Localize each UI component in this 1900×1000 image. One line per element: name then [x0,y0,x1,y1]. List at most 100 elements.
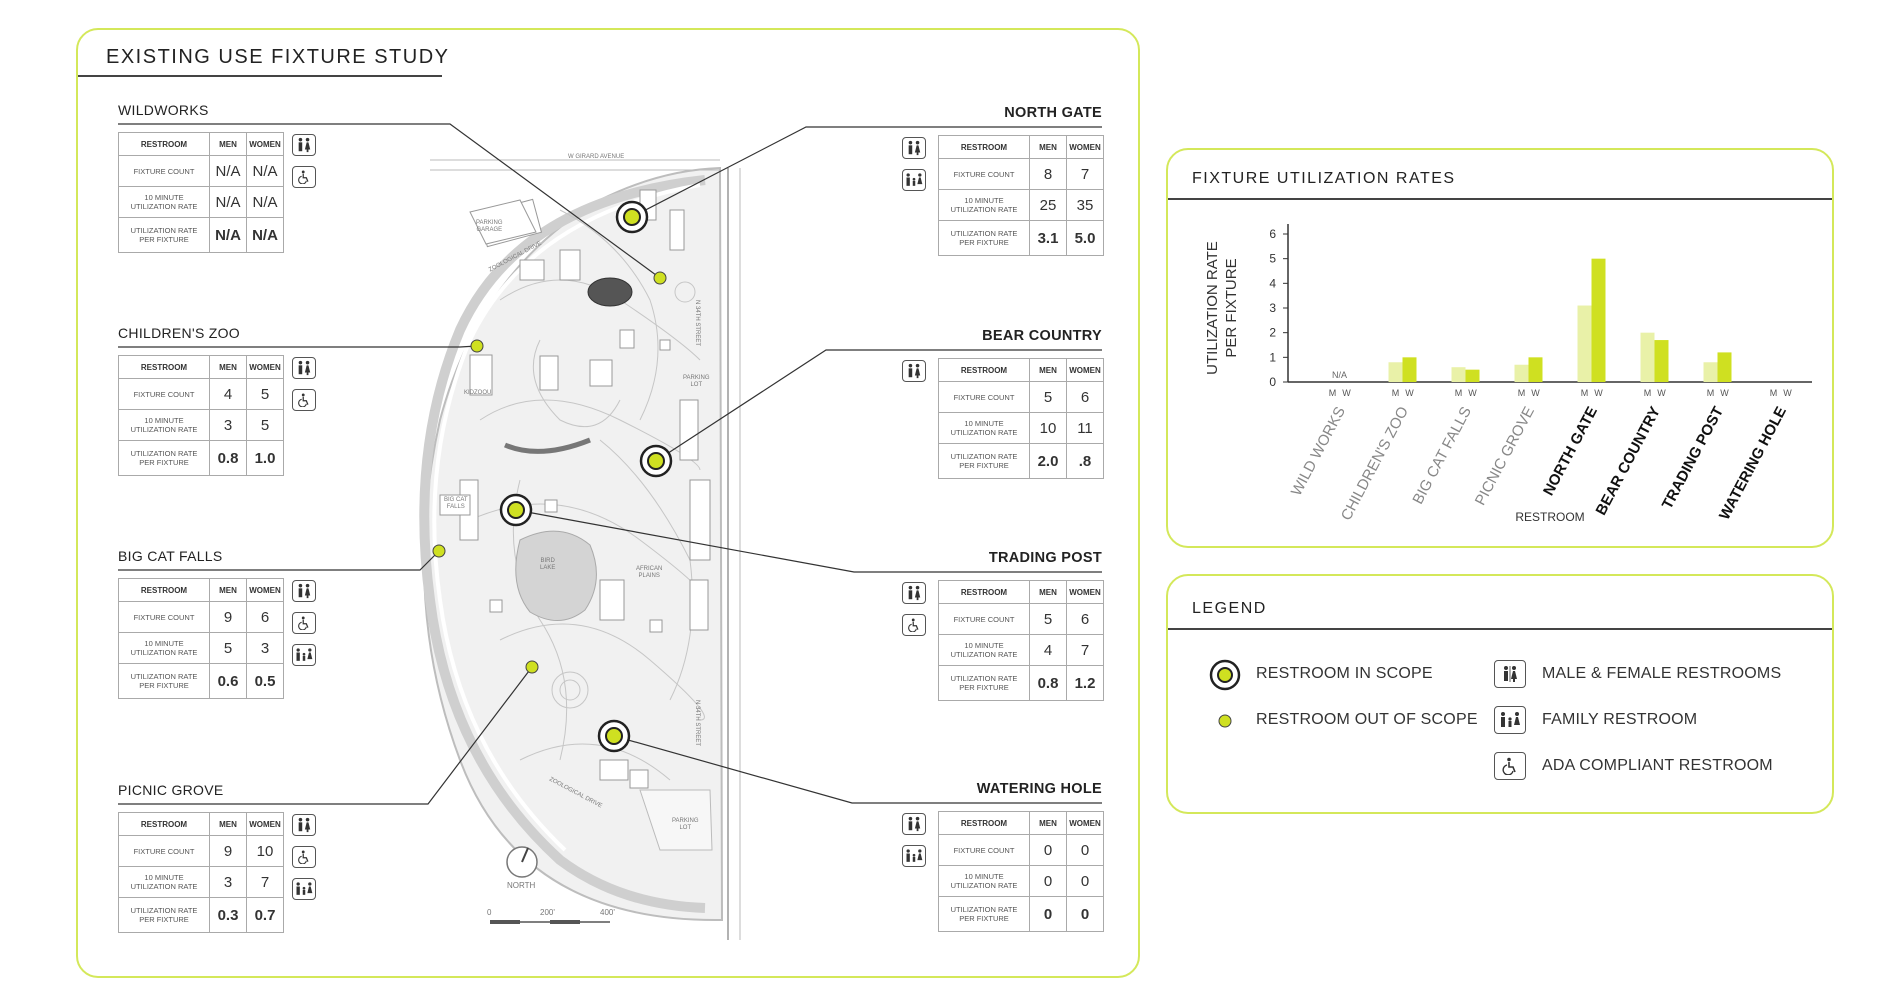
marker-north-gate[interactable] [615,200,649,234]
marker-watering-hole[interactable] [597,719,631,753]
label-fixture-count: FIXTURE COUNT [118,378,210,410]
rate-women: .8 [1066,443,1104,479]
rate-women: N/A [246,217,284,253]
rate-women: 1.2 [1066,665,1104,701]
header-restroom: RESTROOM [938,811,1030,835]
header-men: MEN [209,355,247,379]
legend-title: LEGEND [1192,600,1267,617]
util10-women: 7 [246,866,284,898]
label-fixture-count: FIXTURE COUNT [938,603,1030,635]
rate-women: 5.0 [1066,220,1104,256]
trading-post-ada-icon [902,614,926,636]
header-restroom: RESTROOM [118,812,210,836]
fixture-women: 5 [246,378,284,410]
util10-women: 7 [1066,634,1104,666]
fixture-women: 10 [246,835,284,867]
restroom-title-trading-post: TRADING POST [988,550,1102,566]
fixture-men: 5 [1029,603,1067,635]
family-restroom-icon [1494,706,1526,734]
header-men: MEN [209,812,247,836]
map-base [419,159,741,940]
childrens-zoo-male-female-icon [292,357,316,379]
header-women: WOMEN [1066,135,1104,159]
header-restroom: RESTROOM [938,358,1030,382]
marker-childrens-zoo[interactable] [470,339,484,353]
title-underline [78,75,442,77]
util10-men: 10 [1029,412,1067,444]
rate-men: 0.6 [209,663,247,699]
label-fixture-count: FIXTURE COUNT [938,158,1030,190]
restroom-title-big-cat-falls: BIG CAT FALLS [118,548,223,564]
fixture-men: 8 [1029,158,1067,190]
leader-watering-hole [613,735,1102,804]
util10-women: N/A [246,186,284,218]
leader-childrens-zoo [118,345,478,348]
out-of-scope-marker-icon [1218,714,1232,728]
header-women: WOMEN [246,578,284,602]
header-men: MEN [1029,135,1067,159]
leader-wildworks [118,123,661,279]
util10-men: 3 [209,409,247,441]
bear-country-male-female-icon [902,360,926,382]
rate-men: N/A [209,217,247,253]
rate-men: 0.8 [1029,665,1067,701]
header-women: WOMEN [1066,811,1104,835]
fixture-women: 6 [246,601,284,633]
big-cat-falls-family-icon [292,644,316,666]
header-restroom: RESTROOM [118,132,210,156]
util10-men: 5 [209,632,247,664]
fixture-women: N/A [246,155,284,187]
util10-women: 5 [246,409,284,441]
marker-big-cat-falls[interactable] [432,544,446,558]
rate-men: 0.3 [209,897,247,933]
marker-bear-country[interactable] [639,444,673,478]
header-men: MEN [209,578,247,602]
marker-wildworks[interactable] [653,271,667,285]
fixture-women: 6 [1066,381,1104,413]
picnic-grove-ada-icon [292,846,316,868]
rate-women: 1.0 [246,440,284,476]
rate-men: 0 [1029,896,1067,932]
watering-hole-family-icon [902,845,926,867]
legend-title-rule [1168,628,1832,630]
marker-picnic-grove[interactable] [525,660,539,674]
util10-men: 25 [1029,189,1067,221]
rate-women: 0 [1066,896,1104,932]
chart-panel-title: FIXTURE UTILIZATION RATES [1192,170,1456,187]
trading-post-male-female-icon [902,582,926,604]
restroom-title-wildworks: WILDWORKS [118,102,209,118]
label-fixture-count: FIXTURE COUNT [938,381,1030,413]
label-fixture-count: FIXTURE COUNT [118,155,210,187]
restroom-title-bear-country: BEAR COUNTRY [982,328,1102,344]
picnic-grove-family-icon [292,878,316,900]
leader-north-gate [631,126,1102,218]
marker-trading-post[interactable] [499,493,533,527]
header-men: MEN [1029,580,1067,604]
scale-label-200: 200' [540,908,555,917]
label-fixture-count: FIXTURE COUNT [118,601,210,633]
north-gate-family-icon [902,169,926,191]
leader-trading-post [515,509,1102,573]
wildworks-male-female-icon [292,134,316,156]
big-cat-falls-male-female-icon [292,580,316,602]
